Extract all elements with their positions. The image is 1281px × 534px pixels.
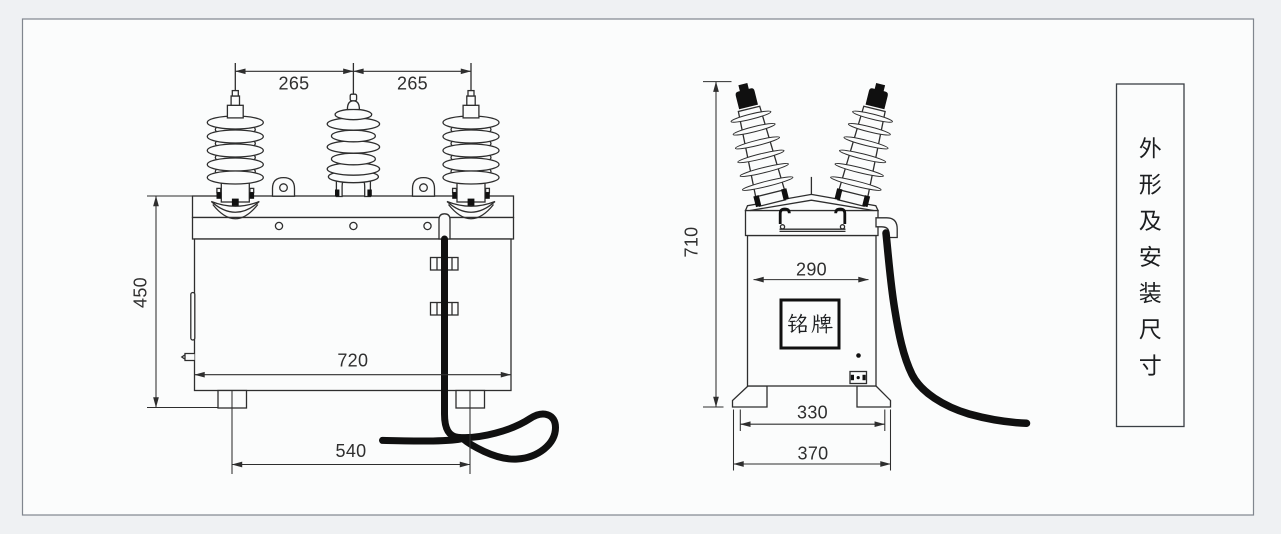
dim-ticks-330 (739, 409, 886, 431)
dim-ext-540 (231, 391, 471, 474)
case-dot (856, 353, 861, 358)
nameplate-char-1 (787, 313, 807, 334)
skirt-foot (367, 189, 372, 197)
control-cable-front (379, 235, 559, 463)
title-char-2 (1139, 173, 1162, 195)
title-char-1 (1139, 137, 1161, 159)
cover-bolt-hole (349, 221, 358, 231)
nameplate-frame (779, 298, 841, 350)
cable-gland (438, 213, 451, 240)
pagoda-shed (330, 129, 377, 143)
handle-hook-left (778, 207, 791, 224)
control-cable-side (882, 229, 1031, 428)
dim-label-265-right: 265 (397, 74, 428, 94)
front-tank (180, 195, 515, 409)
cover-bolt-hole (423, 221, 432, 231)
handle-hook-right (834, 207, 847, 224)
side-dimensions: 710 290 330 370 (682, 81, 892, 471)
title-char-5 (1139, 282, 1161, 304)
cover-bolt-hole (274, 221, 284, 231)
front-cable-assembly (379, 213, 559, 463)
title-glyphs (1139, 137, 1162, 376)
dim-label-720: 720 (337, 351, 368, 371)
handle-pin (779, 224, 786, 230)
dim-label-265-left: 265 (279, 74, 310, 94)
side-view: 铭牌 710 290 330 370 (682, 77, 1031, 471)
title-char-7 (1140, 354, 1161, 376)
title-char-6 (1139, 319, 1161, 340)
skirt-foot (335, 189, 340, 197)
nameplate: 铭牌 (779, 298, 841, 350)
pagoda-cap-knob (349, 93, 358, 102)
terminal-box (849, 370, 868, 385)
nameplate-glyphs (787, 313, 833, 334)
dim-label-370: 370 (798, 444, 829, 464)
pagoda-shed (330, 152, 377, 166)
pagoda-shed (334, 108, 373, 121)
front-view: 265 265 450 720 540 (131, 62, 559, 474)
lifting-lug-left (271, 176, 296, 197)
title-char-3 (1139, 210, 1161, 231)
title-block: 外形及安装尺寸 (1115, 83, 1185, 428)
handle-pin (839, 224, 846, 230)
title-char-4 (1140, 245, 1161, 267)
cover-handle (778, 207, 847, 233)
dim-ext-370 (732, 409, 892, 471)
dim-label-450: 450 (131, 277, 151, 308)
dim-label-330: 330 (797, 403, 828, 423)
drain-valve (180, 352, 195, 362)
roof-inner-line (749, 199, 874, 212)
terminal-lug (850, 374, 854, 381)
side-hinge-bar (190, 291, 196, 341)
pagoda-cap-dome (346, 100, 361, 111)
handle-bar (779, 228, 846, 233)
pagoda-shed (326, 140, 381, 154)
dim-label-710: 710 (682, 227, 702, 258)
dim-label-290: 290 (796, 260, 827, 280)
terminal-dot (856, 376, 860, 380)
side-cable-assembly (875, 217, 1031, 428)
terminal-lug (862, 374, 866, 381)
lifting-lug-right (411, 176, 436, 197)
bushing-middle (326, 63, 381, 198)
dim-label-540: 540 (336, 441, 367, 461)
front-dimensions: 265 265 450 720 540 (131, 68, 512, 474)
nameplate-char-2 (811, 313, 833, 334)
